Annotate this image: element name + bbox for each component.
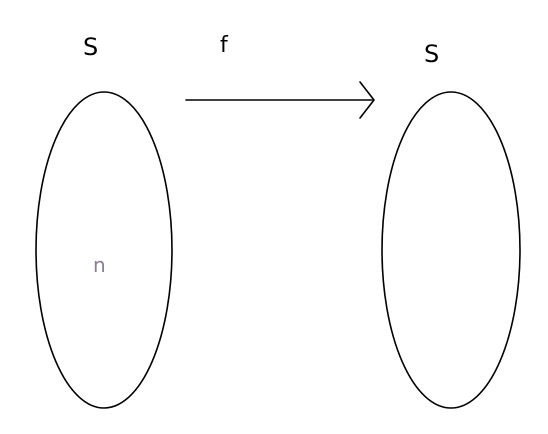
- codomain-set-label: S: [424, 40, 439, 68]
- arrow-head: [359, 81, 375, 119]
- domain-set-label: S: [83, 33, 98, 61]
- domain-set-ellipse: [35, 91, 173, 409]
- element-n-label: n: [93, 253, 106, 277]
- mapping-label: f: [220, 33, 229, 58]
- codomain-set-ellipse: [381, 91, 521, 409]
- mapping-arrow: [185, 81, 375, 119]
